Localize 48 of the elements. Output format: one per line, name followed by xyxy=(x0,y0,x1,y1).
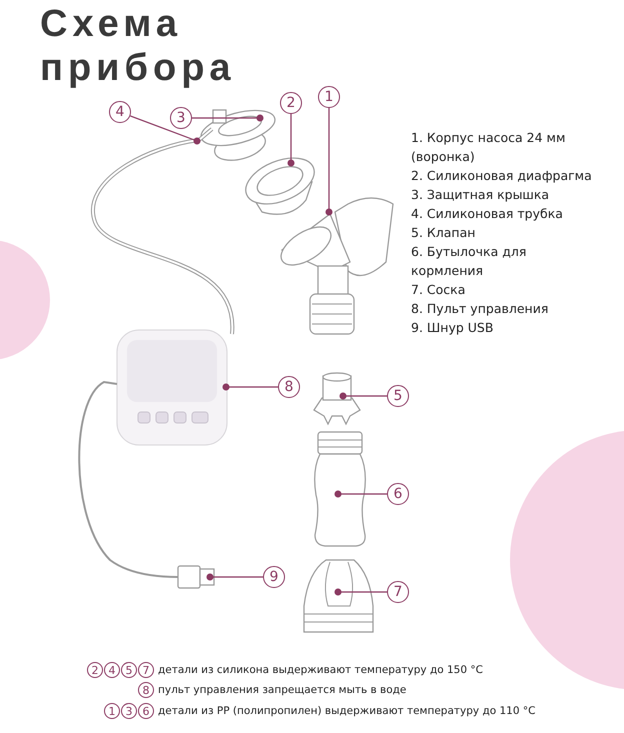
part-name: 4. Силиконовая трубка xyxy=(411,205,564,223)
leader-line xyxy=(206,574,263,580)
usb-cable-drawing xyxy=(78,381,215,589)
callout-number: 6 xyxy=(138,703,154,719)
callout-number: 4 xyxy=(104,662,120,678)
callout-number: 8 xyxy=(278,376,300,398)
breast-shield-drawing xyxy=(280,197,394,335)
protective-cap-drawing xyxy=(200,109,276,161)
leader-line xyxy=(192,114,264,122)
leader-line xyxy=(340,392,387,400)
valve-drawing xyxy=(313,372,361,426)
part-name: 3. Защитная крышка xyxy=(411,186,550,204)
note: детали из силикона выдерживают температуру до 150 °С xyxy=(158,663,483,677)
leader-line xyxy=(326,108,332,216)
callout-number: 2 xyxy=(87,662,103,678)
part-name: 9. Шнур USB xyxy=(411,319,494,337)
callout-number: 3 xyxy=(121,703,137,719)
callout-number: 4 xyxy=(109,101,131,123)
control-unit-drawing xyxy=(116,330,228,446)
part-name: 5. Клапан xyxy=(411,224,476,242)
leader-line xyxy=(334,588,387,596)
part-name: 1. Корпус насоса 24 мм (воронка) xyxy=(411,129,566,166)
part-name: 7. Соска xyxy=(411,281,466,299)
callout-number: 1 xyxy=(318,86,340,108)
note: пульт управления запрещается мыть в воде xyxy=(158,683,406,697)
leader-line xyxy=(130,115,200,144)
leader-line xyxy=(222,384,278,390)
leader-line xyxy=(334,490,387,498)
part-name: 8. Пульт управления xyxy=(411,300,550,318)
callout-number: 3 xyxy=(170,107,192,129)
callout-number: 1 xyxy=(104,703,120,719)
callout-number: 6 xyxy=(387,483,409,505)
callout-number: 7 xyxy=(138,662,154,678)
silicone-tube-drawing xyxy=(91,127,234,334)
part-name: 6. Бутылочка для кормления xyxy=(411,243,528,280)
callout-number: 5 xyxy=(121,662,137,678)
note: детали из PP (полипропилен) выдерживают температуру до 110 °С xyxy=(158,704,536,718)
callout-number: 7 xyxy=(387,581,409,603)
callout-number: 8 xyxy=(138,682,154,698)
part-name: 2. Силиконовая диафрагма xyxy=(411,167,593,185)
leader-line xyxy=(288,114,294,166)
callout-number: 2 xyxy=(280,92,302,114)
callout-number: 9 xyxy=(263,566,285,588)
nipple-cap-drawing xyxy=(303,559,374,633)
callout-number: 5 xyxy=(387,385,409,407)
baby-bottle-drawing xyxy=(314,431,366,547)
diaphragm-drawing xyxy=(245,157,315,215)
title: Схема прибора xyxy=(40,2,237,90)
